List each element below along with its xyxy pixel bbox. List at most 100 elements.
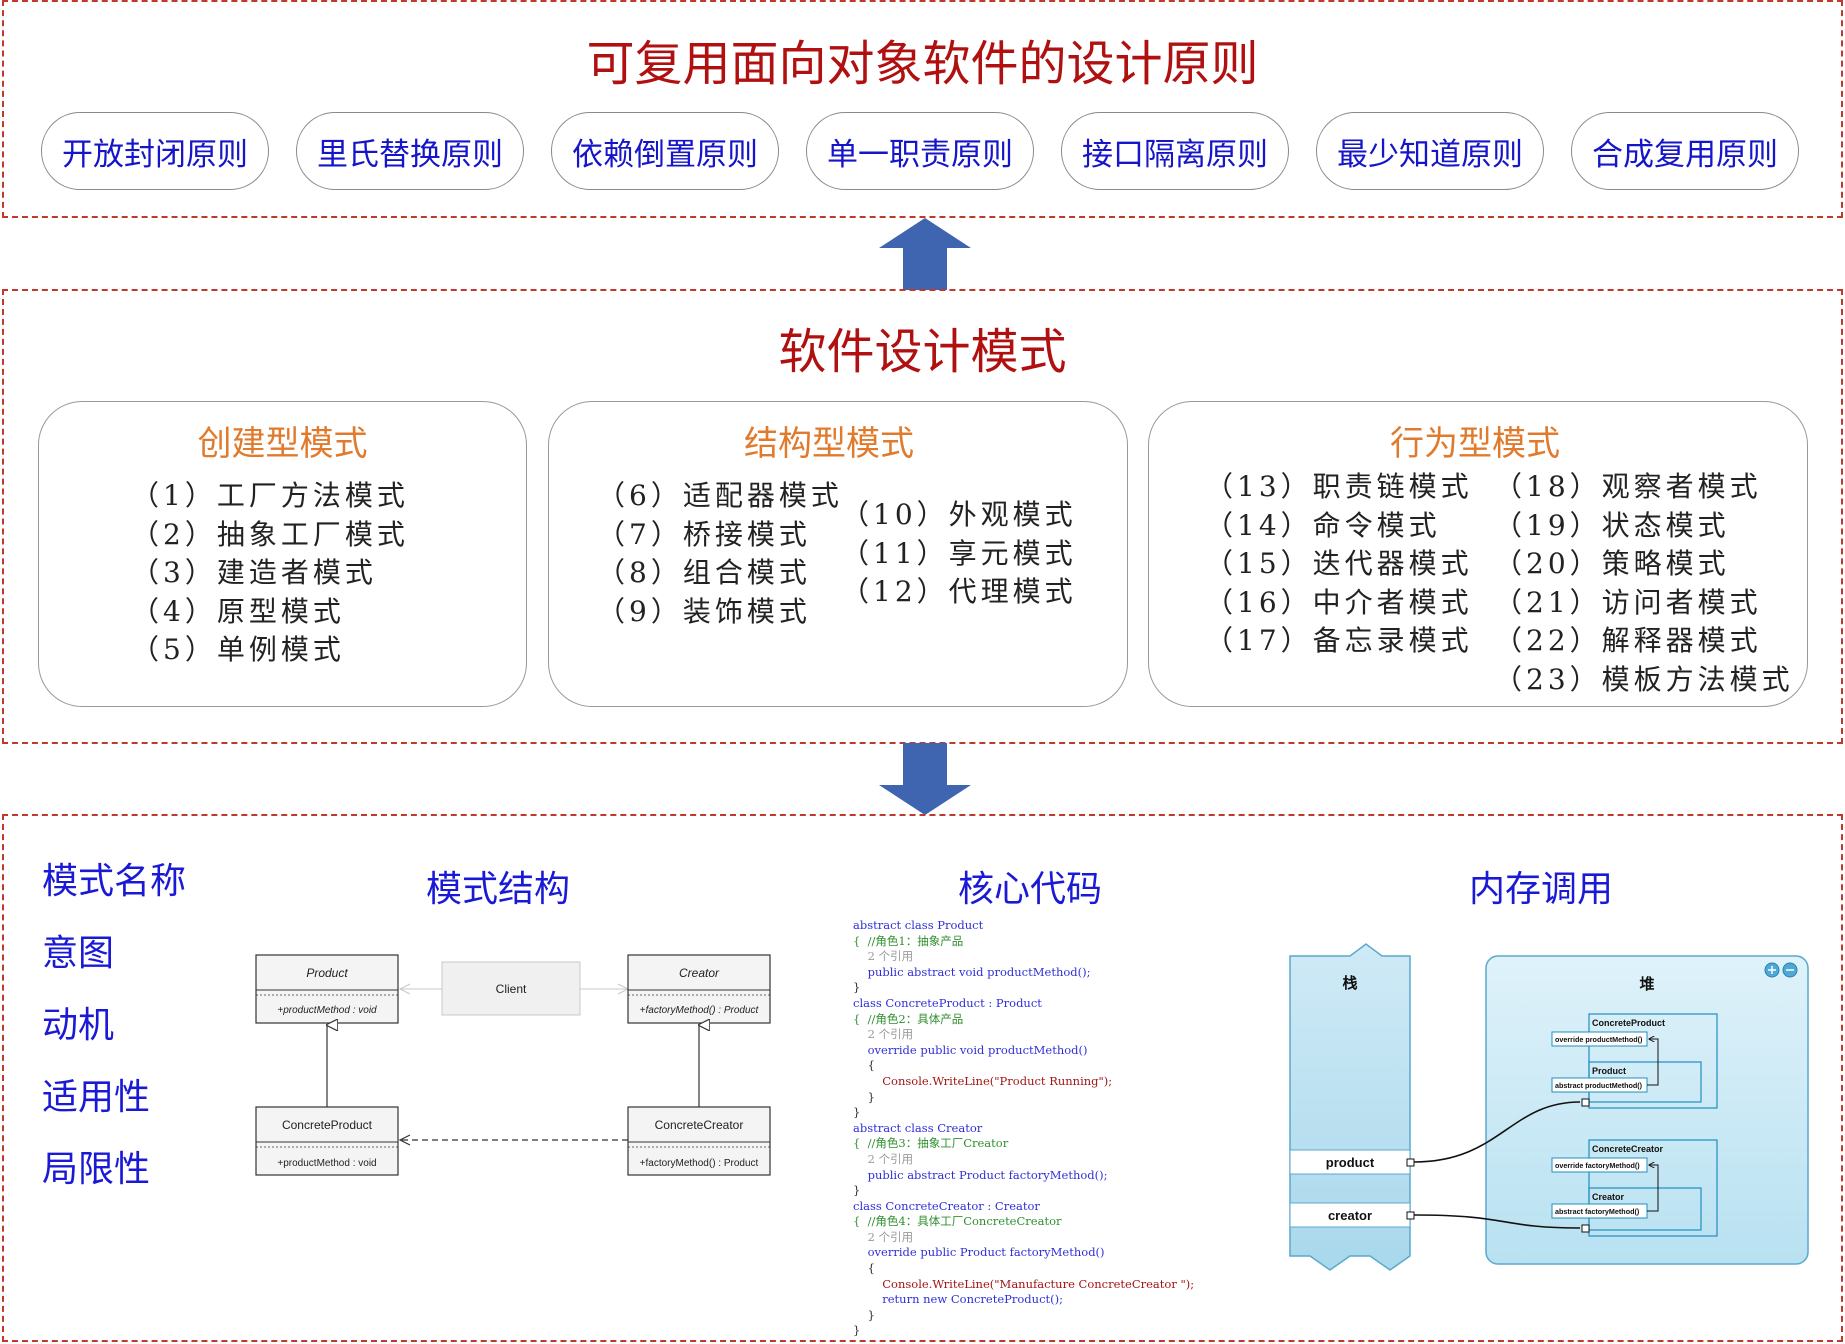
code-line: { //角色1：抽象产品 xyxy=(853,933,964,948)
principle-pill-6: 最少知道原则 xyxy=(1316,112,1544,190)
principle-pill-3: 依赖倒置原则 xyxy=(551,112,779,190)
stack-label: 栈 xyxy=(1342,974,1357,992)
structural-title: 结构型模式 xyxy=(744,424,914,464)
heap-method-label: override productMethod() xyxy=(1555,1035,1643,1044)
code-line: { //角色2：具体产品 xyxy=(853,1011,964,1026)
pattern-item: （3）建造者模式 xyxy=(131,556,377,589)
code-line: Console.WriteLine("Manufacture ConcreteC… xyxy=(853,1276,1195,1291)
pattern-item: （14）命令模式 xyxy=(1205,508,1441,542)
code-line: abstract class Product xyxy=(853,918,984,932)
aspect-item: 模式名称 xyxy=(42,861,187,902)
pattern-item: （13）职责链模式 xyxy=(1205,470,1473,503)
reference-curve-product xyxy=(1413,1101,1581,1163)
patterns-title: 软件设计模式 xyxy=(778,324,1067,380)
pattern-item: （21）访问者模式 xyxy=(1494,585,1762,619)
code-line: } xyxy=(853,1105,861,1120)
down-arrow-icon xyxy=(879,743,971,815)
pattern-item: （7）桥接模式 xyxy=(597,517,811,551)
pattern-item: （12）代理模式 xyxy=(841,575,1077,608)
up-arrow-icon xyxy=(879,218,971,290)
pattern-item: （9）装饰模式 xyxy=(597,594,811,628)
principle-pill-7: 合成复用原则 xyxy=(1571,112,1799,190)
pattern-item: （23）模板方法模式 xyxy=(1494,662,1794,696)
pattern-item: （16）中介者模式 xyxy=(1205,585,1473,619)
code-line: 2 个引用 xyxy=(853,1229,914,1244)
behavioral-list-col2: （18）观察者模式 （19）状态模式 （20）策略模式 （21）访问者模式 （2… xyxy=(1494,468,1794,699)
pattern-item: （19）状态模式 xyxy=(1494,508,1730,542)
uml-product-class: Product +productMethod : void xyxy=(255,954,399,1024)
code-line: override public void productMethod() xyxy=(853,1042,1088,1057)
code-line: class ConcreteProduct : Product xyxy=(853,995,1042,1010)
aspect-list: 模式名称 意图 动机 适用性 局限性 xyxy=(42,860,186,1220)
creational-list: （1）工厂方法模式 （2）抽象工厂模式 （3）建造者模式 （4）原型模式 （5）… xyxy=(131,477,409,670)
uml-product-name: Product xyxy=(306,966,348,980)
pattern-item: （2）抽象工厂模式 xyxy=(131,517,409,551)
code-line: abstract class Creator xyxy=(853,1120,983,1135)
principle-pill-2: 里氏替换原则 xyxy=(296,112,524,190)
uml-product-method: +productMethod : void xyxy=(277,1005,377,1016)
code-line: } xyxy=(853,980,861,995)
code-line: 2 个引用 xyxy=(853,1027,914,1042)
memory-heading: 内存调用 xyxy=(1469,869,1614,910)
heap-concrete-product-label: ConcreteProduct xyxy=(1592,1018,1665,1028)
structural-list-col2: （10）外观模式 （11）享元模式 （12）代理模式 xyxy=(841,496,1077,612)
reference-curve-creator xyxy=(1413,1214,1581,1229)
stack-slot-creator xyxy=(1289,1202,1411,1228)
heap-product-label: Product xyxy=(1592,1066,1626,1076)
heap-method-label: abstract productMethod() xyxy=(1555,1081,1643,1090)
code-line: } xyxy=(853,1089,875,1104)
pattern-item: （22）解释器模式 xyxy=(1494,624,1762,657)
uml-concrete-creator-name: ConcreteCreator xyxy=(655,1118,744,1132)
stack-slot-label: product xyxy=(1326,1155,1375,1170)
uml-concrete-creator-method: +factoryMethod() : Product xyxy=(640,1158,759,1169)
heap-concrete-creator-label: ConcreteCreator xyxy=(1592,1144,1664,1154)
code-line: { xyxy=(853,1058,875,1073)
principles-section xyxy=(2,0,1843,218)
pattern-item: （8）组合模式 xyxy=(597,556,811,589)
principles-title: 可复用面向对象软件的设计原则 xyxy=(586,36,1259,92)
creational-title: 创建型模式 xyxy=(197,424,368,464)
code-line: } xyxy=(853,1307,875,1322)
heap-creator-label: Creator xyxy=(1592,1192,1625,1202)
code-heading: 核心代码 xyxy=(958,869,1103,910)
uml-concrete-creator-class: ConcreteCreator +factoryMethod() : Produ… xyxy=(627,1106,771,1176)
memory-diagram: 栈 product creator 堆 ConcreteProduct over… xyxy=(1289,943,1809,1271)
structural-list-col1: （6）适配器模式 （7）桥接模式 （8）组合模式 （9）装饰模式 xyxy=(597,477,843,631)
code-line: public abstract void productMethod(); xyxy=(853,964,1091,979)
pattern-item: （5）单例模式 xyxy=(131,633,345,666)
code-line: 2 个引用 xyxy=(853,1151,914,1166)
creational-card: 创建型模式 （1）工厂方法模式 （2）抽象工厂模式 （3）建造者模式 （4）原型… xyxy=(38,401,527,707)
pattern-item: （1）工厂方法模式 xyxy=(131,479,409,512)
pattern-item: （6）适配器模式 xyxy=(597,479,843,512)
pattern-item: （20）策略模式 xyxy=(1494,547,1730,580)
pattern-item: （4）原型模式 xyxy=(131,594,345,628)
pattern-item: （17）备忘录模式 xyxy=(1205,624,1473,657)
aspect-item: 意图 xyxy=(42,933,115,974)
code-line: public abstract Product factoryMethod(); xyxy=(853,1167,1108,1182)
uml-creator-name: Creator xyxy=(679,966,720,980)
uml-creator-method: +factoryMethod() : Product xyxy=(640,1005,760,1016)
aspect-item: 适用性 xyxy=(42,1077,151,1118)
uml-client: Client xyxy=(398,961,630,1016)
principle-pill-5: 接口隔离原则 xyxy=(1061,112,1289,190)
memory-stack: 栈 product creator xyxy=(1289,943,1411,1271)
code-block: abstract class Product { //角色1：抽象产品 2 个引… xyxy=(853,918,1194,1339)
code-line: return new ConcreteProduct(); xyxy=(853,1292,1063,1307)
heap-label: 堆 xyxy=(1639,975,1654,993)
behavioral-list-col1: （13）职责链模式 （14）命令模式 （15）迭代器模式 （16）中介者模式 （… xyxy=(1205,468,1473,661)
code-line: { xyxy=(853,1261,875,1276)
pattern-item: （10）外观模式 xyxy=(841,498,1077,531)
uml-client-name: Client xyxy=(496,982,527,996)
code-line: } xyxy=(853,1183,861,1198)
code-line: } xyxy=(853,1323,861,1338)
aspects-section xyxy=(2,814,1843,1342)
pattern-item: （15）迭代器模式 xyxy=(1205,547,1473,580)
behavioral-card: 行为型模式 （13）职责链模式 （14）命令模式 （15）迭代器模式 （16）中… xyxy=(1148,401,1808,707)
structure-heading: 模式结构 xyxy=(426,869,571,910)
uml-concrete-product-method: +productMethod : void xyxy=(277,1158,376,1169)
pattern-item: （11）享元模式 xyxy=(841,536,1077,570)
memory-heap: 堆 ConcreteProduct override productMethod… xyxy=(1485,955,1809,1265)
heap-method-label: override factoryMethod() xyxy=(1555,1161,1640,1170)
aspect-item: 局限性 xyxy=(42,1149,151,1190)
uml-diagram: Product +productMethod : void Client Cre… xyxy=(255,954,771,1176)
